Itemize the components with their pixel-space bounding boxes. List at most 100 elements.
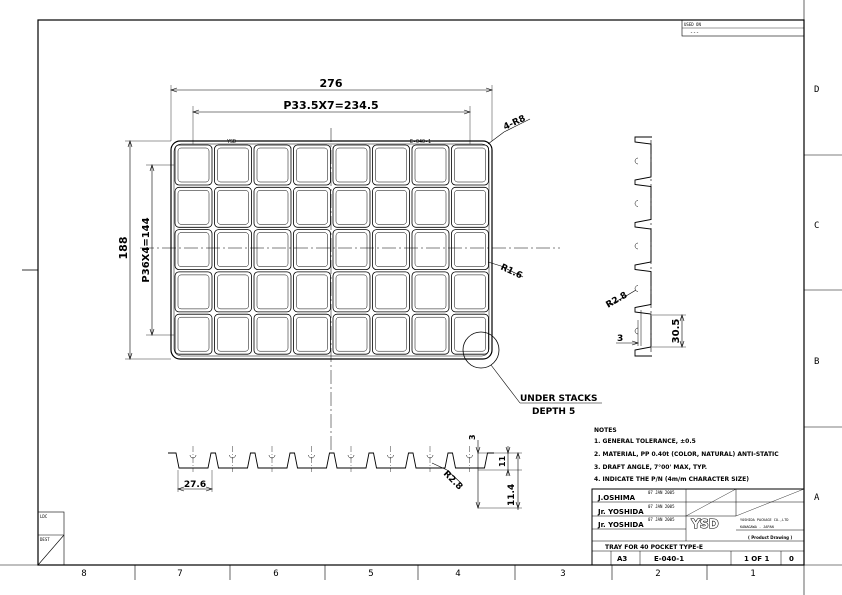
pocket-inner — [177, 274, 210, 310]
dim-front-top: 3 — [468, 434, 477, 440]
pocket-outer — [293, 144, 331, 186]
title-block: J.OSHIMA 07 JAN 2005 Jr. YOSHIDA 07 JAN … — [591, 488, 805, 566]
pocket-inner — [217, 274, 249, 310]
dim-front-total: 11.4 — [507, 484, 517, 506]
dim-front-radius: R2.8 — [441, 469, 464, 492]
pocket-inner — [414, 190, 447, 225]
pocket-inner — [335, 190, 368, 225]
pocket-inner — [454, 232, 486, 267]
pocket-inner — [335, 147, 368, 183]
row-label: B — [814, 357, 819, 367]
pocket-outer — [451, 186, 489, 228]
pocket-outer — [411, 186, 450, 228]
company-location: KANAGAWA . JAPAN — [740, 525, 774, 529]
callout-line1: UNDER STACKS — [520, 394, 597, 404]
dest-label: DEST — [40, 537, 50, 542]
pocket-outer — [451, 313, 489, 355]
pocket-outer — [332, 313, 371, 355]
dim-side-step: 3 — [617, 334, 623, 344]
pocket-inner — [296, 316, 328, 352]
pocket-outer — [293, 229, 331, 271]
approved-by: Jr. YOSHIDA — [597, 521, 644, 529]
pocket-inner — [217, 316, 249, 352]
pocket-outer — [214, 144, 252, 186]
pocket-outer — [214, 186, 252, 228]
row-label: A — [814, 493, 820, 503]
revision: 0 — [789, 555, 794, 563]
pocket-inner — [177, 147, 210, 183]
side-boss — [634, 242, 639, 250]
pocket-outer — [174, 229, 213, 271]
product-note: ( Product Drawing ) — [748, 535, 792, 540]
drawn-date: 07 JAN 2005 — [648, 490, 675, 495]
pocket-inner — [414, 232, 447, 267]
pocket-inner — [414, 274, 447, 310]
row-label: D — [814, 85, 819, 95]
col-label: 2 — [655, 569, 660, 579]
pocket-outer — [332, 144, 371, 186]
callout-line2: DEPTH 5 — [532, 407, 575, 417]
company-logo: YSD — [690, 517, 718, 531]
row-label: C — [814, 221, 819, 231]
pocket-inner — [217, 190, 249, 225]
side-boss — [634, 327, 639, 335]
drawing-number: E-040-1 — [654, 555, 684, 563]
pocket-outer — [451, 271, 489, 313]
front-boss — [189, 454, 197, 459]
pocket-outer — [411, 229, 450, 271]
dim-front-mid: 11 — [498, 455, 507, 467]
note-item: 4. INDICATE THE P/N (4m/m CHARACTER SIZE… — [594, 476, 749, 483]
pocket-outer — [214, 313, 252, 355]
pocket-inner — [454, 190, 486, 225]
pocket-outer — [293, 313, 331, 355]
used-on-label: USED ON — [684, 22, 701, 27]
pocket-outer — [411, 271, 450, 313]
pocket-inner — [335, 316, 368, 352]
company-name: YOSHIDA PACKAGE CO.,LTD — [740, 518, 788, 522]
pocket-outer — [253, 144, 292, 186]
pocket-outer — [372, 144, 410, 186]
notes-title: NOTES — [594, 427, 617, 434]
pocket-outer — [253, 186, 292, 228]
dim-front-pitch: 27.6 — [184, 480, 206, 490]
front-boss — [466, 454, 473, 459]
pocket-inner — [256, 274, 289, 310]
ldc-label: LDC — [40, 514, 48, 519]
dim-pitch-y: P36X4=144 — [141, 217, 152, 282]
pocket-inner — [375, 147, 407, 183]
pocket-outer — [332, 229, 371, 271]
pocket-outer — [214, 229, 252, 271]
sheet-number: 1 OF 1 — [744, 555, 769, 563]
pocket-outer — [451, 229, 489, 271]
pocket-outer — [293, 271, 331, 313]
checked-date: 07 JAN 2005 — [648, 504, 675, 509]
pocket-outer — [332, 186, 371, 228]
pocket-inner — [256, 147, 289, 183]
pocket-outer — [372, 271, 410, 313]
dim-corner-radius: 4-R8 — [502, 114, 527, 133]
pocket-inner — [414, 147, 447, 183]
pocket-inner — [256, 316, 289, 352]
pocket-inner — [296, 190, 328, 225]
used-on-value: --- — [690, 30, 699, 36]
pocket-inner — [414, 316, 447, 352]
pocket-outer — [253, 229, 292, 271]
part-mark: E-040-1 — [410, 139, 431, 145]
col-label: 7 — [177, 569, 182, 579]
note-item: 2. MATERIAL, PP 0.40t (COLOR, NATURAL) A… — [594, 451, 779, 458]
dim-overall-width: 276 — [320, 77, 343, 90]
pocket-outer — [293, 186, 331, 228]
maker-mark: YSD — [227, 139, 236, 145]
pocket-inner — [375, 316, 407, 352]
notes-block: NOTES 1. GENERAL TOLERANCE, ±0.5 2. MATE… — [594, 427, 779, 483]
pocket-inner — [177, 190, 210, 225]
col-label: 8 — [81, 569, 86, 579]
side-boss — [634, 157, 639, 165]
pocket-outer — [372, 186, 410, 228]
front-boss — [387, 454, 394, 459]
pocket-outer — [253, 271, 292, 313]
pocket-inner — [335, 274, 368, 310]
col-label: 6 — [273, 569, 278, 579]
dim-pitch-x: P33.5X7=234.5 — [283, 99, 378, 112]
